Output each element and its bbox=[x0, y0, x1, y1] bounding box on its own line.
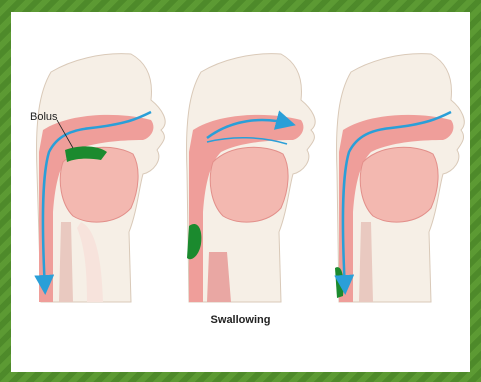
figure-caption: Swallowing bbox=[11, 314, 470, 326]
stage-2-head-section bbox=[187, 54, 316, 302]
stage-1-trachea bbox=[59, 222, 73, 302]
stage-2-tongue bbox=[210, 147, 288, 222]
bolus-label: Bolus bbox=[30, 111, 58, 123]
stage-3-trachea bbox=[359, 222, 373, 302]
stage-3-head-section bbox=[335, 54, 464, 302]
diagram-panel: Bolus Swallowing bbox=[11, 12, 470, 372]
stage-1-head-section bbox=[37, 54, 166, 302]
stage-3-tongue bbox=[360, 147, 438, 222]
stage-2-larynx bbox=[207, 252, 231, 302]
